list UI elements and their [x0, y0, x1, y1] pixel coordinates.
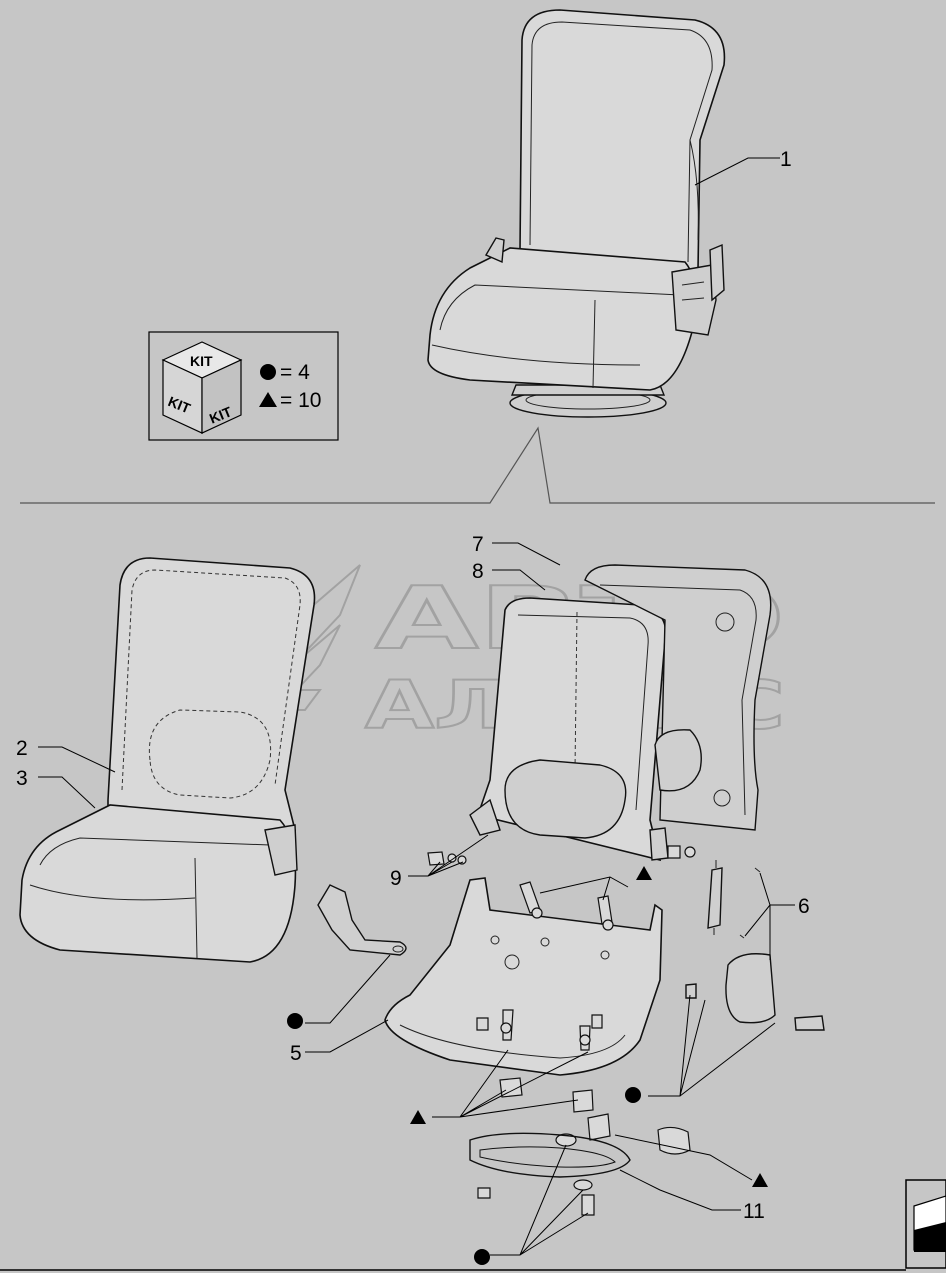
- callout-6: 6: [798, 895, 810, 918]
- kit-cube-label-top: KIT: [190, 353, 213, 369]
- callout-3: 3: [16, 767, 28, 790]
- callout-7: 7: [472, 533, 484, 556]
- fasteners: [427, 845, 696, 1216]
- circle-qty: = 4: [280, 361, 310, 384]
- callout-8: 8: [472, 560, 484, 583]
- triangle-qty: = 10: [280, 389, 321, 412]
- bracket-part: [317, 884, 407, 956]
- gas-spring-part: [707, 860, 761, 939]
- markers: [287, 866, 768, 1265]
- triangle-marker-icon: [752, 1173, 768, 1187]
- circle-marker-icon: [260, 364, 276, 380]
- section-separator: [20, 426, 935, 504]
- seat-pan: [384, 877, 663, 1076]
- cushion-set: [19, 557, 316, 963]
- callout-labels: 1 2 3 5 6 7 8 9 11: [16, 148, 810, 1223]
- next-page-icon[interactable]: [905, 1179, 946, 1269]
- back-shell: [584, 564, 772, 831]
- kit-legend-frame: [148, 331, 339, 441]
- circle-marker-icon: [625, 1087, 641, 1103]
- leader-lines: [38, 157, 795, 1256]
- kit-cube-label-left: KIT: [166, 393, 193, 416]
- callout-5: 5: [290, 1042, 302, 1065]
- callout-2: 2: [16, 737, 28, 760]
- callout-1: 1: [780, 148, 792, 171]
- assembled-seat: [427, 9, 726, 418]
- kit-cube-icon: [161, 341, 243, 434]
- circle-marker-icon: [287, 1013, 303, 1029]
- seat-frame: [469, 597, 669, 862]
- triangle-marker-icon: [259, 392, 277, 407]
- triangle-marker-icon: [410, 1110, 426, 1124]
- kit-cube-label-right: KIT: [207, 403, 234, 426]
- triangle-marker-icon: [636, 866, 652, 880]
- kit-legend: KIT KIT KIT = 4 = 10: [148, 331, 339, 441]
- callout-11: 11: [743, 1200, 765, 1223]
- latch-housing-part: [685, 953, 825, 1031]
- circle-marker-icon: [474, 1249, 490, 1265]
- callout-9: 9: [390, 867, 402, 890]
